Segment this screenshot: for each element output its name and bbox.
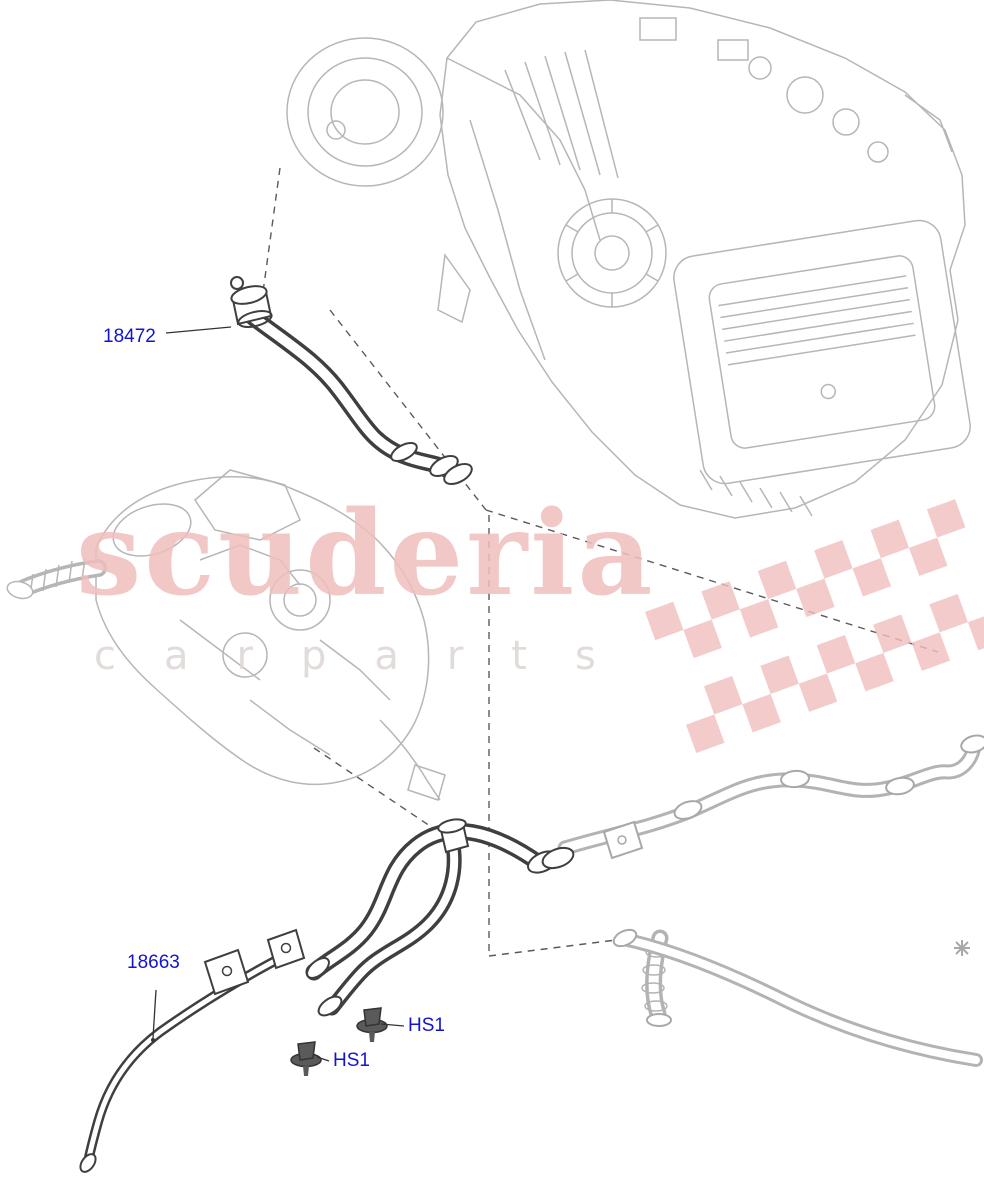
hs1-screws-drawing [290, 1007, 388, 1076]
heater-pipe-18663-drawing [79, 928, 306, 1173]
coolant-hose-right-drawing [557, 734, 984, 860]
screw-hs1-b [290, 1041, 322, 1076]
coolant-pipe-lower-right-drawing [612, 928, 983, 1067]
screw-hs1-a [356, 1007, 388, 1042]
engine-assembly-drawing [95, 469, 446, 801]
heater-hose-18472-drawing [230, 276, 473, 485]
part-label-hs1-a[interactable]: HS1 [408, 1015, 445, 1036]
hvac-unit-drawing [286, 0, 971, 519]
part-label-18663[interactable]: 18663 [127, 952, 180, 973]
part-label-hs1-b[interactable]: HS1 [333, 1050, 370, 1071]
left-hose-stub-drawing [6, 557, 107, 600]
checkered-flag-watermark [645, 499, 984, 753]
part-label-18472[interactable]: 18472 [103, 326, 156, 347]
leader-lines [151, 326, 405, 1062]
heater-hose-assembly-drawing [305, 818, 575, 1017]
